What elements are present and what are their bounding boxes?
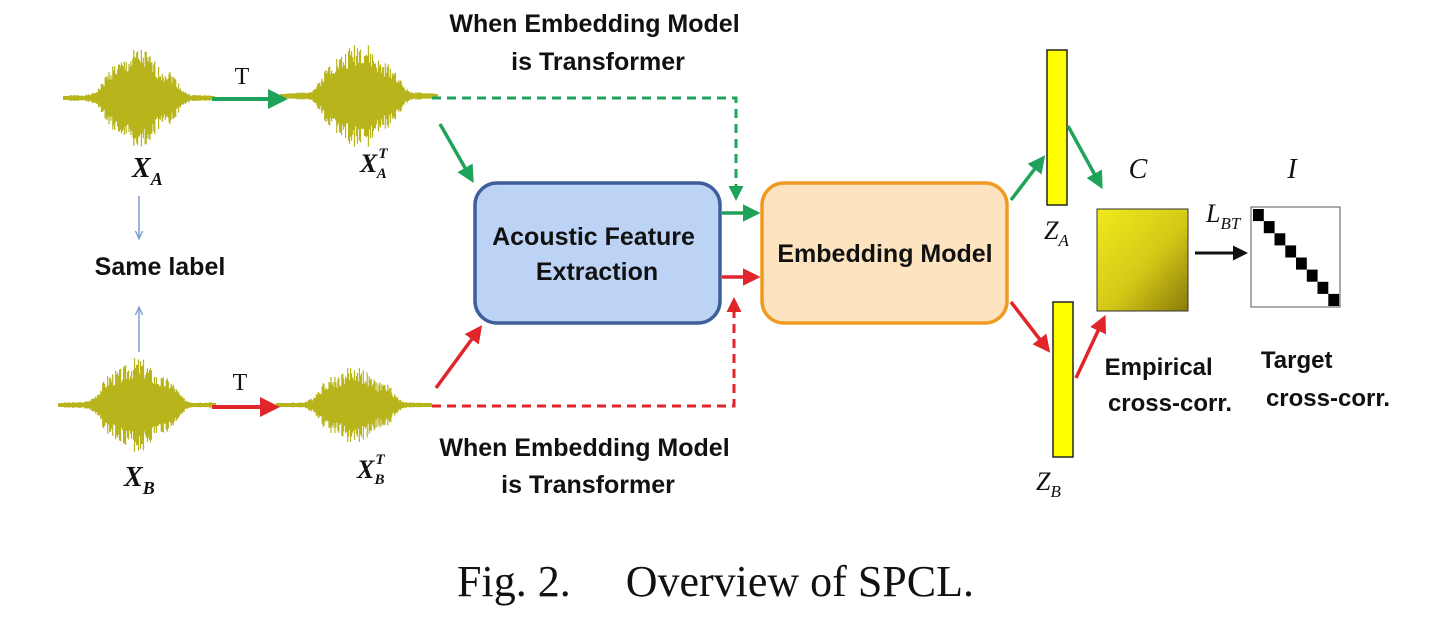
arrow-embed-to-za (1009, 155, 1046, 202)
bypass-path-bottom (432, 297, 742, 408)
empirical-cross-corr-label: Empirical cross-corr. (1105, 354, 1232, 417)
identity-cell (1306, 269, 1318, 282)
identity-cell (1296, 257, 1307, 270)
figure-caption: Fig. 2. Overview of SPCL. (457, 557, 974, 606)
waveform-xat (280, 45, 438, 147)
acoustic-feature-extraction-label: Acoustic Feature Extraction (492, 223, 702, 286)
za-vector (1046, 49, 1068, 206)
identity-cell (1328, 293, 1340, 306)
arrow-xbt-to-afe (434, 325, 483, 390)
identity-cell (1285, 245, 1297, 258)
label-lbt: LBT (1205, 199, 1242, 233)
arrow-za-to-c (1066, 125, 1103, 190)
acoustic-feature-extraction-box (473, 181, 722, 325)
target-cross-corr-label: Target cross-corr. (1261, 347, 1390, 412)
label-c: C (1129, 154, 1148, 185)
waveform-xb (58, 358, 216, 452)
embedding-model-box (760, 181, 1009, 325)
zb-vector (1052, 301, 1074, 458)
label-xb: XB (123, 462, 155, 498)
waveform-xa (63, 49, 215, 147)
embedding-model-label: Embedding Model (777, 240, 992, 268)
same-label-text: Same label (95, 253, 226, 281)
arrow-embed-to-zb (1009, 300, 1051, 353)
waveform-xbt (276, 368, 432, 442)
bypass-path-top (432, 96, 744, 201)
bottom-note: When Embedding Model is Transformer (439, 434, 736, 499)
transform-label-top: T (235, 64, 250, 90)
identity-cell (1253, 209, 1264, 222)
identity-cell (1274, 233, 1286, 246)
identity-cell (1263, 221, 1275, 234)
top-note: When Embedding Model is Transformer (449, 10, 746, 76)
label-xa: XA (131, 153, 163, 189)
label-za: ZA (1044, 216, 1069, 250)
identity-diagonal (1253, 209, 1340, 306)
label-i: I (1286, 154, 1298, 185)
label-zb: ZB (1036, 467, 1061, 501)
arrow-xat-to-afe (438, 123, 474, 184)
arrow-zb-to-c (1074, 314, 1107, 379)
identity-cell (1317, 281, 1329, 294)
transform-label-bottom: T (233, 370, 248, 396)
empirical-cross-corr-matrix (1096, 208, 1189, 312)
